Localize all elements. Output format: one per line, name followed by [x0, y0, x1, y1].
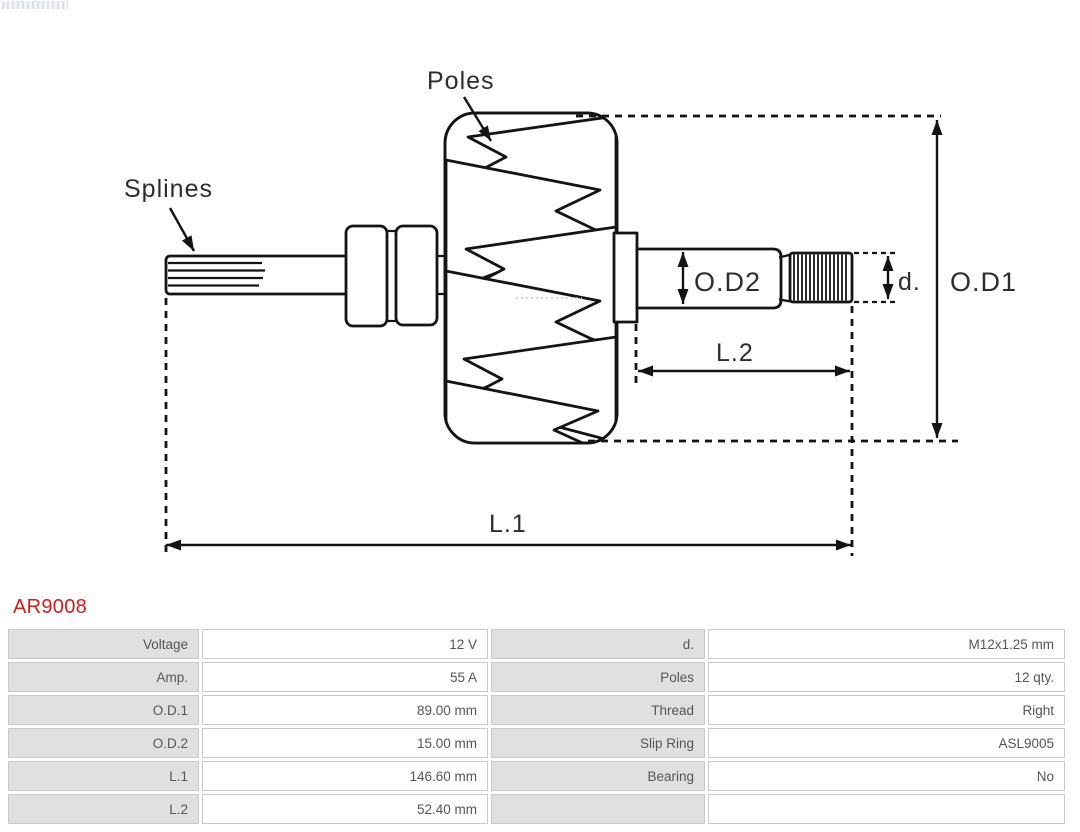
label-od1: O.D1: [950, 267, 1017, 297]
label-d: d.: [898, 268, 921, 296]
spec-label-cell: O.D.1: [8, 695, 199, 725]
spec-label-cell: L.1: [8, 761, 199, 791]
label-l2: L.2: [716, 339, 754, 367]
thread-hatching: [793, 254, 847, 301]
dimension-od2: O.D2: [677, 252, 761, 304]
dimension-l1: L.1: [166, 510, 851, 551]
spec-value-cell: 15.00 mm: [202, 728, 488, 758]
spec-label-cell: Voltage: [8, 629, 199, 659]
part-number: AR9008: [13, 596, 88, 618]
label-l1: L.1: [489, 510, 527, 538]
spec-value-cell: 89.00 mm: [202, 695, 488, 725]
spec-value-cell: No: [708, 761, 1065, 791]
claw-poles: [445, 114, 617, 443]
spec-value-cell: [708, 794, 1065, 824]
poles-callout: Poles: [427, 67, 495, 142]
label-poles: Poles: [427, 67, 495, 95]
corner-watermark: [2, 1, 68, 9]
spec-value-cell: 52.40 mm: [202, 794, 488, 824]
spec-value-cell: 55 A: [202, 662, 488, 692]
spec-label-cell: Poles: [491, 662, 705, 692]
rotor-technical-drawing: d. O.D2 O.D1 L.2 L.1 Poles: [124, 67, 1017, 556]
spec-value-cell: M12x1.25 mm: [708, 629, 1065, 659]
dimension-d: d.: [854, 251, 921, 304]
slip-ring-hub: [612, 231, 639, 324]
splined-shaft: [164, 254, 354, 296]
spec-value-cell: Right: [708, 695, 1065, 725]
spec-value-cell: ASL9005: [708, 728, 1065, 758]
spec-label-cell: [491, 794, 705, 824]
spec-label-cell: Slip Ring: [491, 728, 705, 758]
spec-label-cell: L.2: [8, 794, 199, 824]
spec-label-cell: Bearing: [491, 761, 705, 791]
spec-value-cell: 12 qty.: [708, 662, 1065, 692]
dimension-od1: O.D1: [576, 114, 1017, 443]
spec-label-cell: Amp.: [8, 662, 199, 692]
spec-value-cell: 12 V: [202, 629, 488, 659]
output-shaft: [635, 247, 854, 310]
rotor-pole-body: [443, 111, 619, 445]
splines-callout: Splines: [124, 175, 213, 252]
spec-label-cell: O.D.2: [8, 728, 199, 758]
label-splines: Splines: [124, 175, 213, 203]
spec-label-cell: Thread: [491, 695, 705, 725]
spec-value-cell: 146.60 mm: [202, 761, 488, 791]
spec-table: Voltage 12 V d. M12x1.25 mm Amp. 55 A Po…: [8, 629, 1065, 824]
label-od2: O.D2: [694, 267, 761, 297]
shaft-collars: [344, 224, 447, 328]
dimension-l2: L.2: [634, 306, 854, 556]
spec-label-cell: d.: [491, 629, 705, 659]
